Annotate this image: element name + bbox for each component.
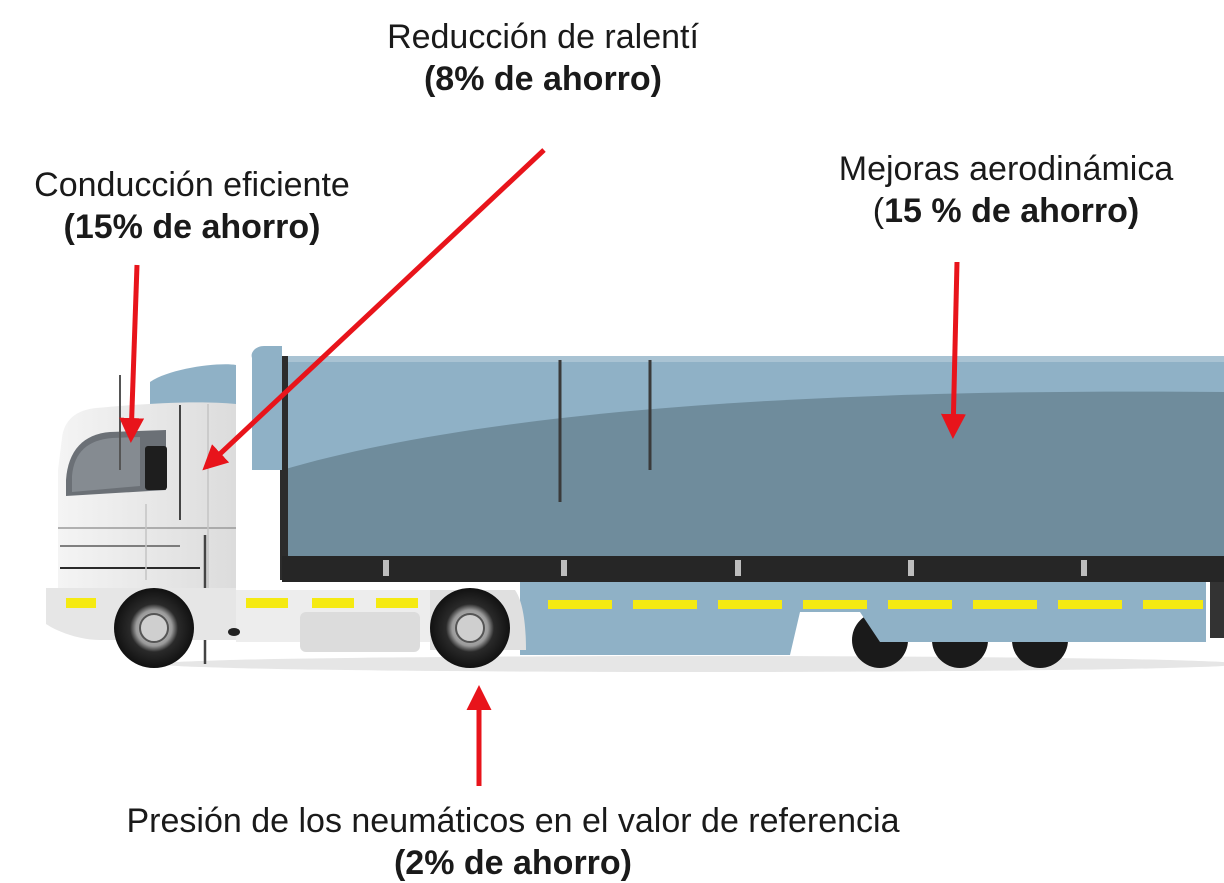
trailer <box>280 356 1224 655</box>
callout-aerodynamics: Mejoras aerodinámica (15 % de ahorro) <box>796 148 1216 232</box>
callout-tire-text: Presión de los neumáticos en el valor de… <box>126 802 900 840</box>
callout-driving-text: Conducción eficiente <box>34 166 350 204</box>
callout-driving-saving: (15% de ahorro) <box>63 208 321 246</box>
callout-aero-text: Mejoras aerodinámica <box>838 150 1174 188</box>
drive-wheel <box>430 588 510 668</box>
callout-idle-reduction: Reducción de ralentí (8% de ahorro) <box>0 16 1086 100</box>
callout-idle-text: Reducción de ralentí <box>387 18 699 56</box>
callout-aero-saving: (15 % de ahorro) <box>796 190 1216 232</box>
arrow-idle <box>202 148 546 471</box>
callout-efficient-driving: Conducción eficiente (15% de ahorro) <box>0 164 384 248</box>
ground-shadow <box>160 656 1224 672</box>
arrow-aero <box>940 261 966 439</box>
front-wheel <box>114 588 194 668</box>
callout-tire-saving: (2% de ahorro) <box>393 844 633 882</box>
callout-aero-paren: ( <box>872 192 885 230</box>
callout-tire-pressure: Presión de los neumáticos en el valor de… <box>0 800 1026 883</box>
callout-aero-saving-bold: 15 % de ahorro) <box>884 192 1140 230</box>
callout-idle-saving: (8% de ahorro) <box>423 60 663 98</box>
arrow-driving <box>119 264 145 443</box>
